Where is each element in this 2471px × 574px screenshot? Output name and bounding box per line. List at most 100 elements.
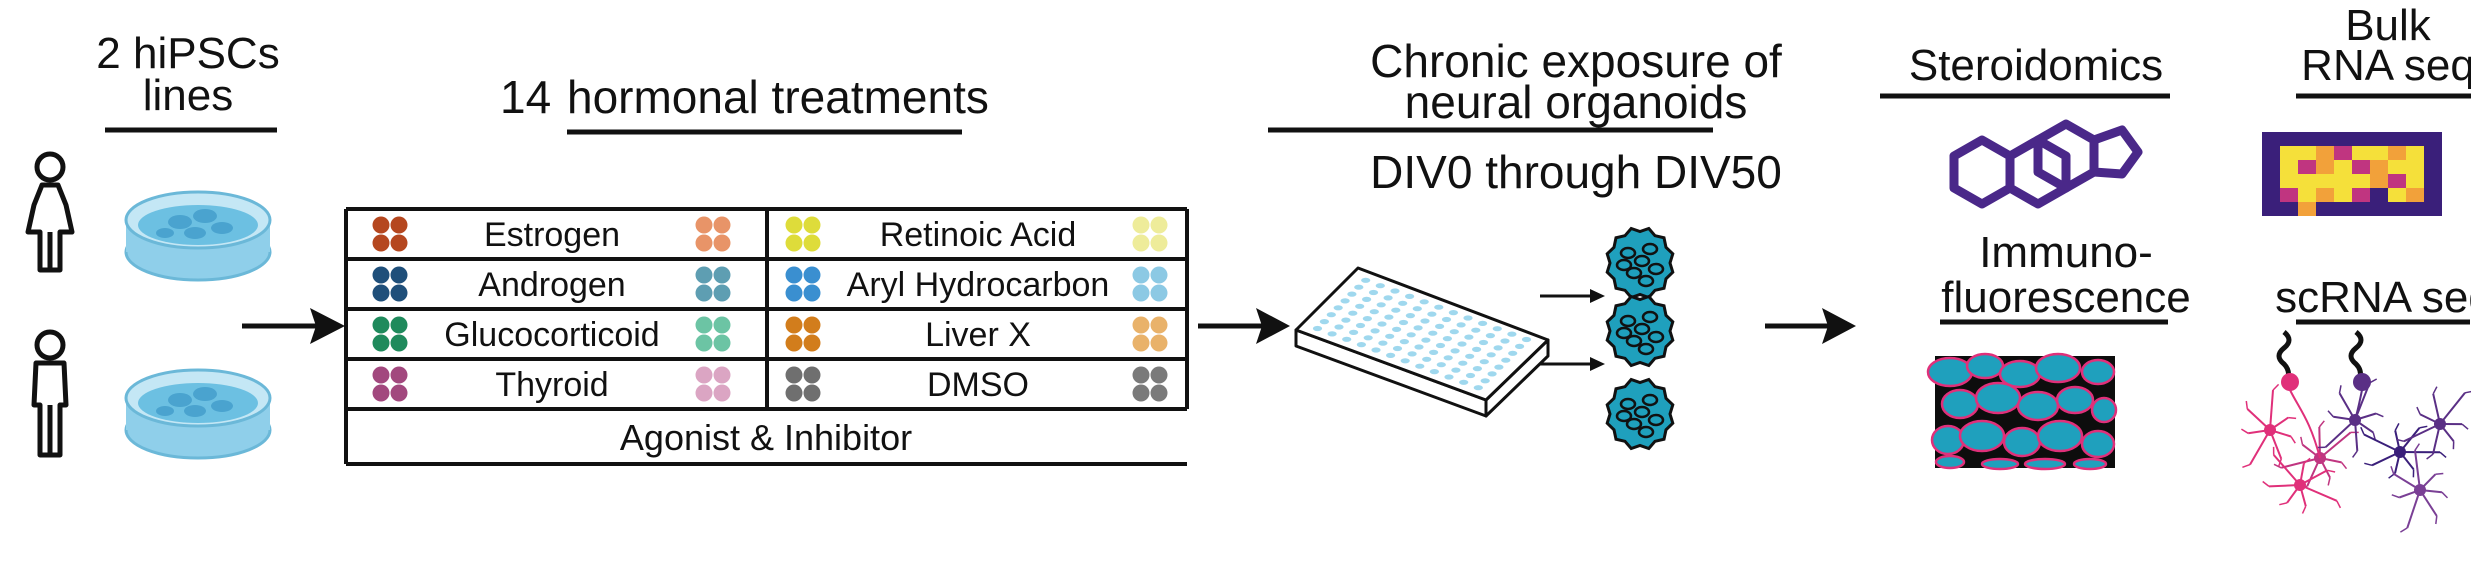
petri-dish-icon (124, 190, 272, 282)
exposure-title-line1: Chronic exposure of (1370, 35, 1782, 87)
if-cell (1958, 419, 2006, 453)
well (1341, 317, 1351, 323)
well (1486, 352, 1496, 358)
well (1422, 356, 1432, 362)
heatmap-cell (2280, 188, 2298, 202)
well (1362, 316, 1372, 322)
heatmap-cell (2262, 160, 2280, 174)
androgen-inhibitor-dots (695, 266, 731, 302)
if-cell (2055, 385, 2095, 415)
aryl-agonist-dots (785, 266, 821, 302)
well (1492, 326, 1502, 332)
if-cell (2080, 358, 2116, 386)
heatmap-cell (2334, 160, 2352, 174)
well (1386, 352, 1396, 358)
well (1356, 342, 1366, 348)
heatmap-cell (2298, 174, 2316, 188)
well (1391, 307, 1401, 313)
well (1333, 305, 1343, 311)
if-cell (2002, 426, 2042, 458)
bulk-title-line1: Bulk (2345, 1, 2432, 50)
exposure-subtitle: DIV0 through DIV50 (1370, 146, 1782, 198)
well (1480, 378, 1490, 384)
if-cell (1980, 457, 2020, 471)
arrow-to-treatments (242, 308, 345, 344)
well (1508, 350, 1518, 356)
heatmap-cell (2352, 146, 2370, 160)
well (1493, 345, 1503, 351)
well (1349, 329, 1359, 335)
heatmap-cell (2298, 202, 2316, 216)
well (1375, 283, 1385, 289)
heatmap-cell (2316, 174, 2334, 188)
well (1377, 321, 1387, 327)
treatment-label-left: Thyroid (495, 366, 608, 404)
neuron-cluster-icon (2241, 330, 2471, 533)
neuron (2390, 443, 2449, 533)
well (1363, 335, 1373, 341)
heatmap-cell (2424, 202, 2442, 216)
heatmap-cell (2298, 132, 2316, 146)
if-cell (1940, 388, 1980, 420)
well (1385, 333, 1395, 339)
heatmap-cell (2370, 132, 2388, 146)
liverx-agonist-dots (785, 316, 821, 352)
cells-title-line1: 2 hiPSCs (96, 29, 279, 78)
heatmap-cell (2280, 202, 2298, 216)
immunofluorescence-image (1926, 352, 2118, 471)
well (1465, 372, 1476, 379)
well (1361, 277, 1371, 283)
heatmap-cell (2334, 132, 2352, 146)
well (1405, 293, 1415, 299)
well (1450, 348, 1460, 354)
if-cell (1934, 454, 1966, 470)
neuron (2396, 386, 2471, 460)
well (1419, 299, 1429, 305)
organoid-icon (1605, 294, 1675, 368)
steroidomics-title: Steroidomics (1909, 41, 2163, 90)
immuno-title-line1: Immuno- (1979, 228, 2153, 277)
if-cell (1930, 424, 1966, 456)
heatmap-cell (2424, 174, 2442, 188)
estrogen-inhibitor-dots (695, 216, 731, 252)
heatmap-cell (2388, 202, 2406, 216)
well (1500, 338, 1510, 344)
heatmap-cell (2262, 132, 2280, 146)
well (1400, 358, 1410, 364)
dmso-inhibitor-dots (1132, 366, 1168, 402)
treatment-label-left: Androgen (478, 266, 625, 304)
well (1464, 334, 1474, 340)
well (1521, 336, 1532, 343)
well (1472, 366, 1482, 372)
well (1383, 295, 1393, 301)
glucocorticoid-agonist-dots (372, 316, 408, 352)
treatment-label-right: DMSO (927, 366, 1029, 404)
well (1421, 337, 1431, 343)
thyroid-inhibitor-dots (695, 366, 731, 402)
heatmap-cell (2280, 132, 2298, 146)
heatmap-cell (2298, 146, 2316, 160)
heatmap-cell (2280, 146, 2298, 160)
immuno-title-line2: fluorescence (1941, 273, 2190, 322)
heatmap-cell (2334, 174, 2352, 188)
aryl-inhibitor-dots (1132, 266, 1168, 302)
well (1407, 351, 1417, 357)
if-cell (2072, 457, 2108, 471)
well (1398, 319, 1409, 326)
well (1406, 332, 1416, 338)
organoid-icon (1605, 226, 1675, 300)
well (1451, 367, 1461, 373)
heatmap-cell (2406, 160, 2424, 174)
well (1429, 349, 1439, 355)
treatment-label-left: Estrogen (484, 216, 620, 254)
heatmap-cell (2262, 174, 2280, 188)
male-figure-icon (31, 329, 69, 458)
retinoic-agonist-dots (785, 216, 821, 252)
well (1355, 303, 1365, 309)
well (1494, 364, 1504, 370)
well (1327, 331, 1337, 337)
steroid-molecule-icon (1949, 119, 2143, 209)
if-cell (1974, 381, 2022, 415)
treatments-count: 14 (500, 71, 551, 123)
